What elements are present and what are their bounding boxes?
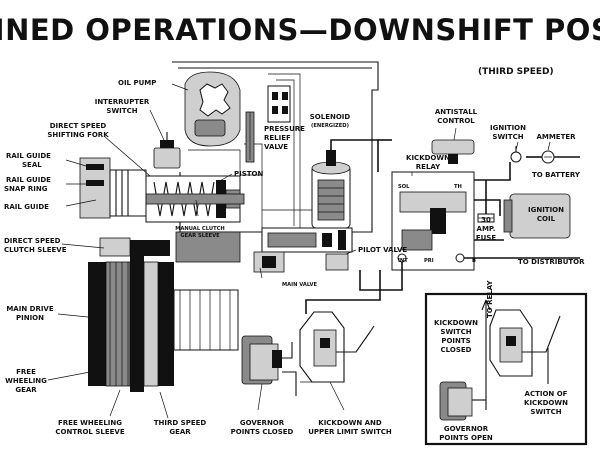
label-to-battery: TO BATTERY (532, 171, 581, 179)
label-rail-guide-seal-2: SEAL (22, 161, 42, 169)
label-governor-points-closed-1: GOVERNOR (240, 419, 285, 427)
kickdown-inset (424, 292, 588, 446)
label-ignition-coil-2: COIL (537, 215, 556, 223)
label-kickdown-relay-1: KICKDOWN (406, 154, 450, 162)
terminal-b: B (472, 258, 476, 264)
label-free-wheeling-gear-2: WHEELING (5, 377, 47, 385)
label-rail-guide-snap-ring-2: SNAP RING (4, 185, 48, 193)
label-governor-points-open-2: POINTS OPEN (439, 434, 493, 442)
diagram-subtitle: (THIRD SPEED) (478, 67, 554, 77)
interrupter-switch (153, 132, 181, 169)
label-kickdown-upper-limit-switch-2: UPPER LIMIT SWITCH (308, 428, 392, 436)
label-main-drive-pinion-2: PINION (16, 314, 44, 322)
label-third-speed-gear-2: GEAR (169, 428, 191, 436)
rail-guide-block (79, 157, 147, 219)
label-ignition-coil-1: IGNITION (528, 206, 564, 214)
label-governor-points-open-1: GOVERNOR (444, 425, 489, 433)
label-to-relay: TO RELAY (486, 279, 494, 318)
terminal-int: INT (398, 258, 408, 264)
label-free-wheeling-control-sleeve-1: FREE WHEELING (58, 419, 122, 427)
transmission-gears (88, 231, 241, 392)
wiring (305, 139, 580, 314)
label-free-wheeling-gear-1: FREE (16, 368, 36, 376)
kickdown-relay (391, 171, 475, 271)
label-to-distributor: TO DISTRIBUTOR (518, 258, 585, 266)
terminal-pri: PRI (424, 258, 434, 264)
label-manual-clutch-gear-sleeve-1: MANUAL CLUTCH (175, 226, 225, 232)
antistall-control (431, 139, 475, 164)
label-piston: PISTON (234, 170, 264, 178)
label-manual-clutch-gear-sleeve-2: GEAR SLEEVE (180, 233, 220, 239)
labels: OIL PUMP INTERRUPTER SWITCH DIRECT SPEED… (4, 79, 585, 442)
leader-lines (47, 83, 551, 419)
valve-block (253, 227, 353, 273)
label-direct-speed-clutch-sleeve-2: CLUTCH SLEEVE (4, 246, 67, 254)
label-direct-speed-shifting-fork-1: DIRECT SPEED (50, 122, 107, 130)
terminal-th: TH (454, 184, 462, 190)
label-rail-guide-seal-1: RAIL GUIDE (6, 152, 51, 160)
label-kickdown-switch-points-closed-1: KICKDOWN (434, 319, 478, 327)
label-direct-speed-shifting-fork-2: SHIFTING FORK (47, 131, 109, 139)
governor-closed (241, 335, 297, 396)
label-pressure-relief-valve-1: PRESSURE (264, 125, 305, 133)
label-interrupter-switch-1: INTERRUPTER (95, 98, 150, 106)
label-pilot-valve: PILOT VALVE (358, 246, 407, 254)
pressure-relief-valve (245, 85, 291, 163)
label-kickdown-upper-limit-switch-1: KICKDOWN AND (318, 419, 382, 427)
label-antistall-control-1: ANTISTALL (435, 108, 478, 116)
label-governor-points-closed-2: POINTS CLOSED (231, 428, 294, 436)
oil-pump (184, 71, 241, 147)
label-oil-pump: OIL PUMP (118, 79, 156, 87)
ammeter (541, 150, 555, 164)
label-action-of-kickdown-switch-1: ACTION OF (525, 390, 568, 398)
label-kickdown-switch-points-closed-4: CLOSED (441, 346, 472, 354)
label-antistall-control-2: CONTROL (437, 117, 475, 125)
terminal-sol: SOL (398, 184, 410, 190)
label-fuse-2: AMP. (477, 225, 496, 233)
label-solenoid: SOLENOID (310, 113, 351, 121)
label-action-of-kickdown-switch-2: KICKDOWN (524, 399, 568, 407)
ignition-switch (510, 146, 522, 163)
label-ignition-switch-1: IGNITION (490, 124, 526, 132)
label-fuse-3: FUSE (476, 234, 497, 242)
kickdown-upper-limit-switch (299, 311, 375, 383)
label-kickdown-relay-2: RELAY (416, 163, 441, 171)
ignition-coil (503, 193, 571, 239)
label-third-speed-gear-1: THIRD SPEED (154, 419, 207, 427)
solenoid (311, 150, 351, 229)
label-fuse-1: 30 (481, 216, 491, 224)
label-kickdown-switch-points-closed-3: POINTS (441, 337, 470, 345)
label-action-of-kickdown-switch-3: SWITCH (530, 408, 561, 416)
label-solenoid-state: (ENERGIZED) (311, 123, 349, 129)
diagram-title: COMBINED OPERATIONS—DOWNSHIFT POSITION (0, 13, 600, 47)
label-main-drive-pinion-1: MAIN DRIVE (6, 305, 54, 313)
label-ignition-switch-2: SWITCH (492, 133, 523, 141)
label-interrupter-switch-2: SWITCH (106, 107, 137, 115)
label-ammeter: AMMETER (536, 133, 576, 141)
label-free-wheeling-control-sleeve-2: CONTROL SLEEVE (55, 428, 124, 436)
label-pressure-relief-valve-3: VALVE (264, 143, 288, 151)
label-rail-guide-snap-ring-1: RAIL GUIDE (6, 176, 51, 184)
label-pressure-relief-valve-2: RELIEF (264, 134, 291, 142)
label-kickdown-switch-points-closed-2: SWITCH (440, 328, 471, 336)
label-main-valve: MAIN VALVE (282, 282, 318, 288)
label-direct-speed-clutch-sleeve-1: DIRECT SPEED (4, 237, 61, 245)
label-free-wheeling-gear-3: GEAR (15, 386, 37, 394)
label-rail-guide: RAIL GUIDE (4, 203, 49, 211)
